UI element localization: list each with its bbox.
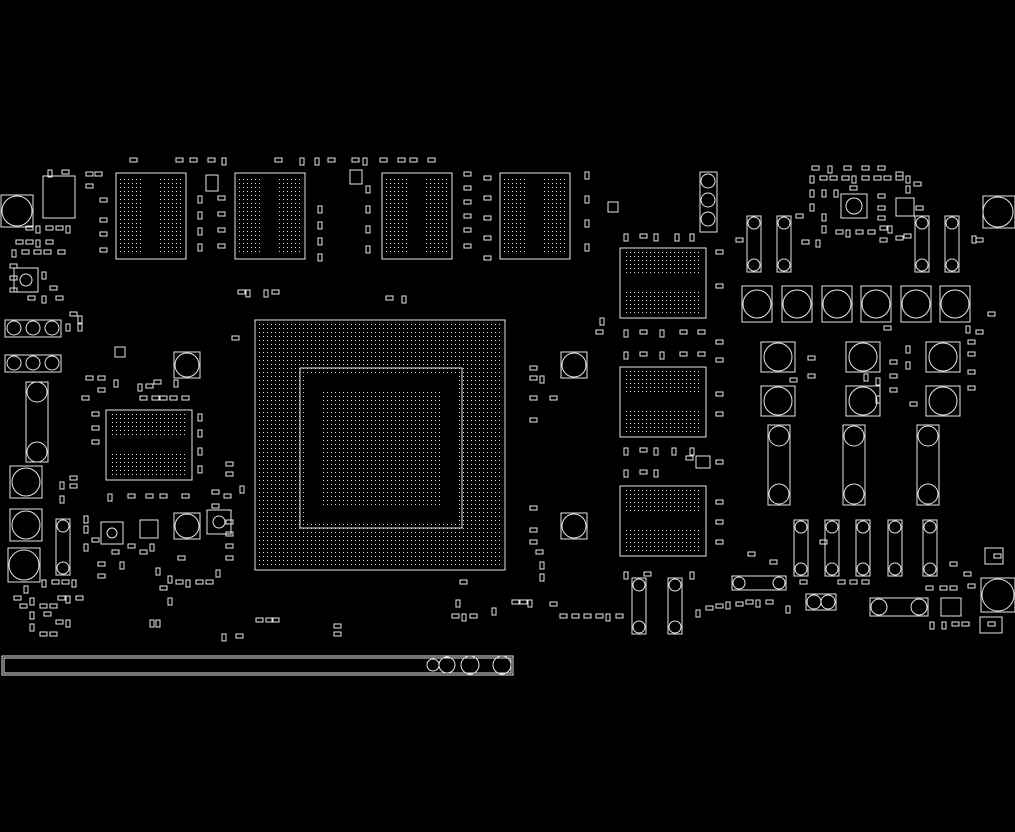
bga-ball-grid [112,179,699,565]
memory-chip-right-2[interactable] [619,366,707,438]
memory-chip-right-1[interactable] [619,247,707,319]
memory-chip-top-4[interactable] [499,172,571,260]
smd-passives [9,157,1002,642]
memory-chip-top-1[interactable] [115,172,187,260]
pcie-edge-connector[interactable] [1,655,514,676]
mounting-hole-gpu-tl [173,351,201,379]
mounting-hole-gpu-tr [560,351,588,379]
memory-chip-top-2[interactable] [234,172,306,260]
mounting-hole-left [0,194,34,228]
mounting-hole-right [982,195,1015,229]
left-power-components [4,169,1004,634]
memory-chip-left[interactable] [105,409,193,481]
mounting-hole-gpu-br [560,512,588,540]
mounting-hole-gpu-bl [173,512,201,540]
memory-chip-top-3[interactable] [381,172,453,260]
memory-chip-right-3[interactable] [619,485,707,557]
mounting-hole-right-lower [980,577,1015,613]
power-stage-array[interactable] [631,171,971,635]
